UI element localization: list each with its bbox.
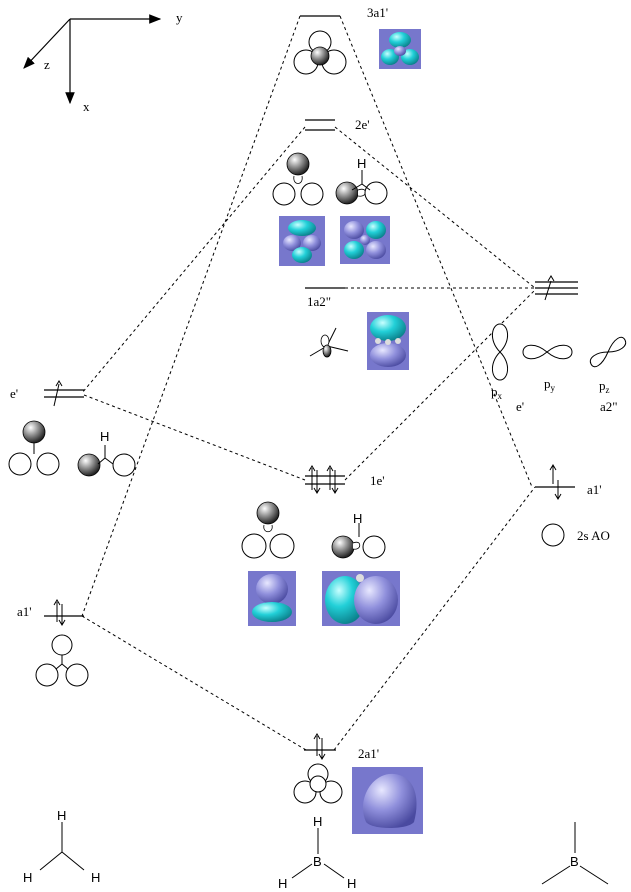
mo-render-3a1 [379, 29, 421, 69]
orbital-sketch-3a1 [293, 30, 347, 75]
p-orbital-py: py [522, 344, 573, 393]
p-label-py: py [544, 376, 556, 393]
mo-render-1a2 [367, 312, 409, 370]
axes-frame: y z x [23, 10, 183, 114]
px-subscript: x [498, 391, 503, 401]
pz-subscript: z [606, 385, 610, 395]
mo-2a1-level: 2a1' [293, 733, 423, 834]
h3-e-label: e' [10, 386, 18, 401]
orbital-sketch-1a2 [309, 327, 349, 358]
atom-h-label: H [91, 870, 100, 885]
mo-1a2-label: 1a2" [307, 294, 331, 309]
mo-render-1e-a [248, 571, 296, 626]
axis-x-label: x [83, 99, 90, 114]
h3-fragment-structure: H H H [23, 808, 100, 885]
correlation-lines [81, 15, 536, 751]
p-orbital-pz: pz [589, 336, 627, 395]
orbital-sketch-h3-e-a [8, 420, 60, 476]
atom-h-label: H [23, 870, 32, 885]
orbital-sketch-2e-b: H [335, 156, 388, 205]
mo-render-2a1 [352, 767, 423, 834]
mo-1e-level: 1e' H [241, 465, 400, 626]
atom-h-label: H [357, 156, 366, 171]
boron-s-level: a1' 2s AO [535, 464, 610, 547]
orbital-sketch-1e-a [241, 501, 295, 559]
atom-h-label: H [278, 876, 287, 891]
axis-y-label: y [176, 10, 183, 25]
mo-2a1-label: 2a1' [358, 746, 379, 761]
boron-e-label: e' [516, 399, 524, 414]
boron-a2-label: a2" [600, 399, 618, 414]
bh3-structure: H B H H [278, 814, 356, 891]
boron-a1-label: a1' [587, 482, 602, 497]
atom-h-label: H [100, 429, 109, 444]
p-label-px: px [491, 384, 503, 401]
boron-p-levels [535, 275, 578, 301]
mo-render-2e-b [340, 216, 390, 264]
mo-render-2e-a [279, 216, 325, 266]
s-ao-label: 2s AO [577, 528, 610, 543]
atom-h-label: H [353, 511, 362, 526]
h3-a1-level: a1' [17, 599, 89, 687]
mo-3a1-level: 3a1' [293, 5, 421, 75]
p-orbital-px: px [491, 323, 508, 401]
mo-render-1e-b [322, 571, 400, 626]
h3-a1-label: a1' [17, 604, 32, 619]
py-subscript: y [551, 383, 556, 393]
axis-z-label: z [44, 57, 50, 72]
atom-h-label: H [347, 876, 356, 891]
orbital-sketch-1e-b: H [331, 511, 386, 559]
atom-b-label: B [313, 854, 322, 869]
s-orbital-circle [541, 523, 565, 547]
mo-3a1-label: 3a1' [367, 5, 388, 20]
orbital-sketch-h3-a1 [35, 634, 89, 687]
atom-h-label: H [57, 808, 66, 823]
atom-b-label: B [570, 854, 579, 869]
h3-e-level: e' H [8, 380, 136, 477]
atom-h-label: H [313, 814, 322, 829]
mo-1a2-level: 1a2" [305, 287, 409, 370]
p-label-pz: pz [599, 378, 610, 395]
mo-1e-label: 1e' [370, 473, 385, 488]
mo-2e-level: 2e' H [272, 117, 390, 266]
orbital-sketch-2a1 [293, 763, 343, 804]
mo-2e-label: 2e' [355, 117, 370, 132]
orbital-sketch-2e-a [272, 152, 324, 206]
boron-structure: B [541, 822, 609, 885]
orbital-sketch-h3-e-b: H [77, 429, 136, 477]
